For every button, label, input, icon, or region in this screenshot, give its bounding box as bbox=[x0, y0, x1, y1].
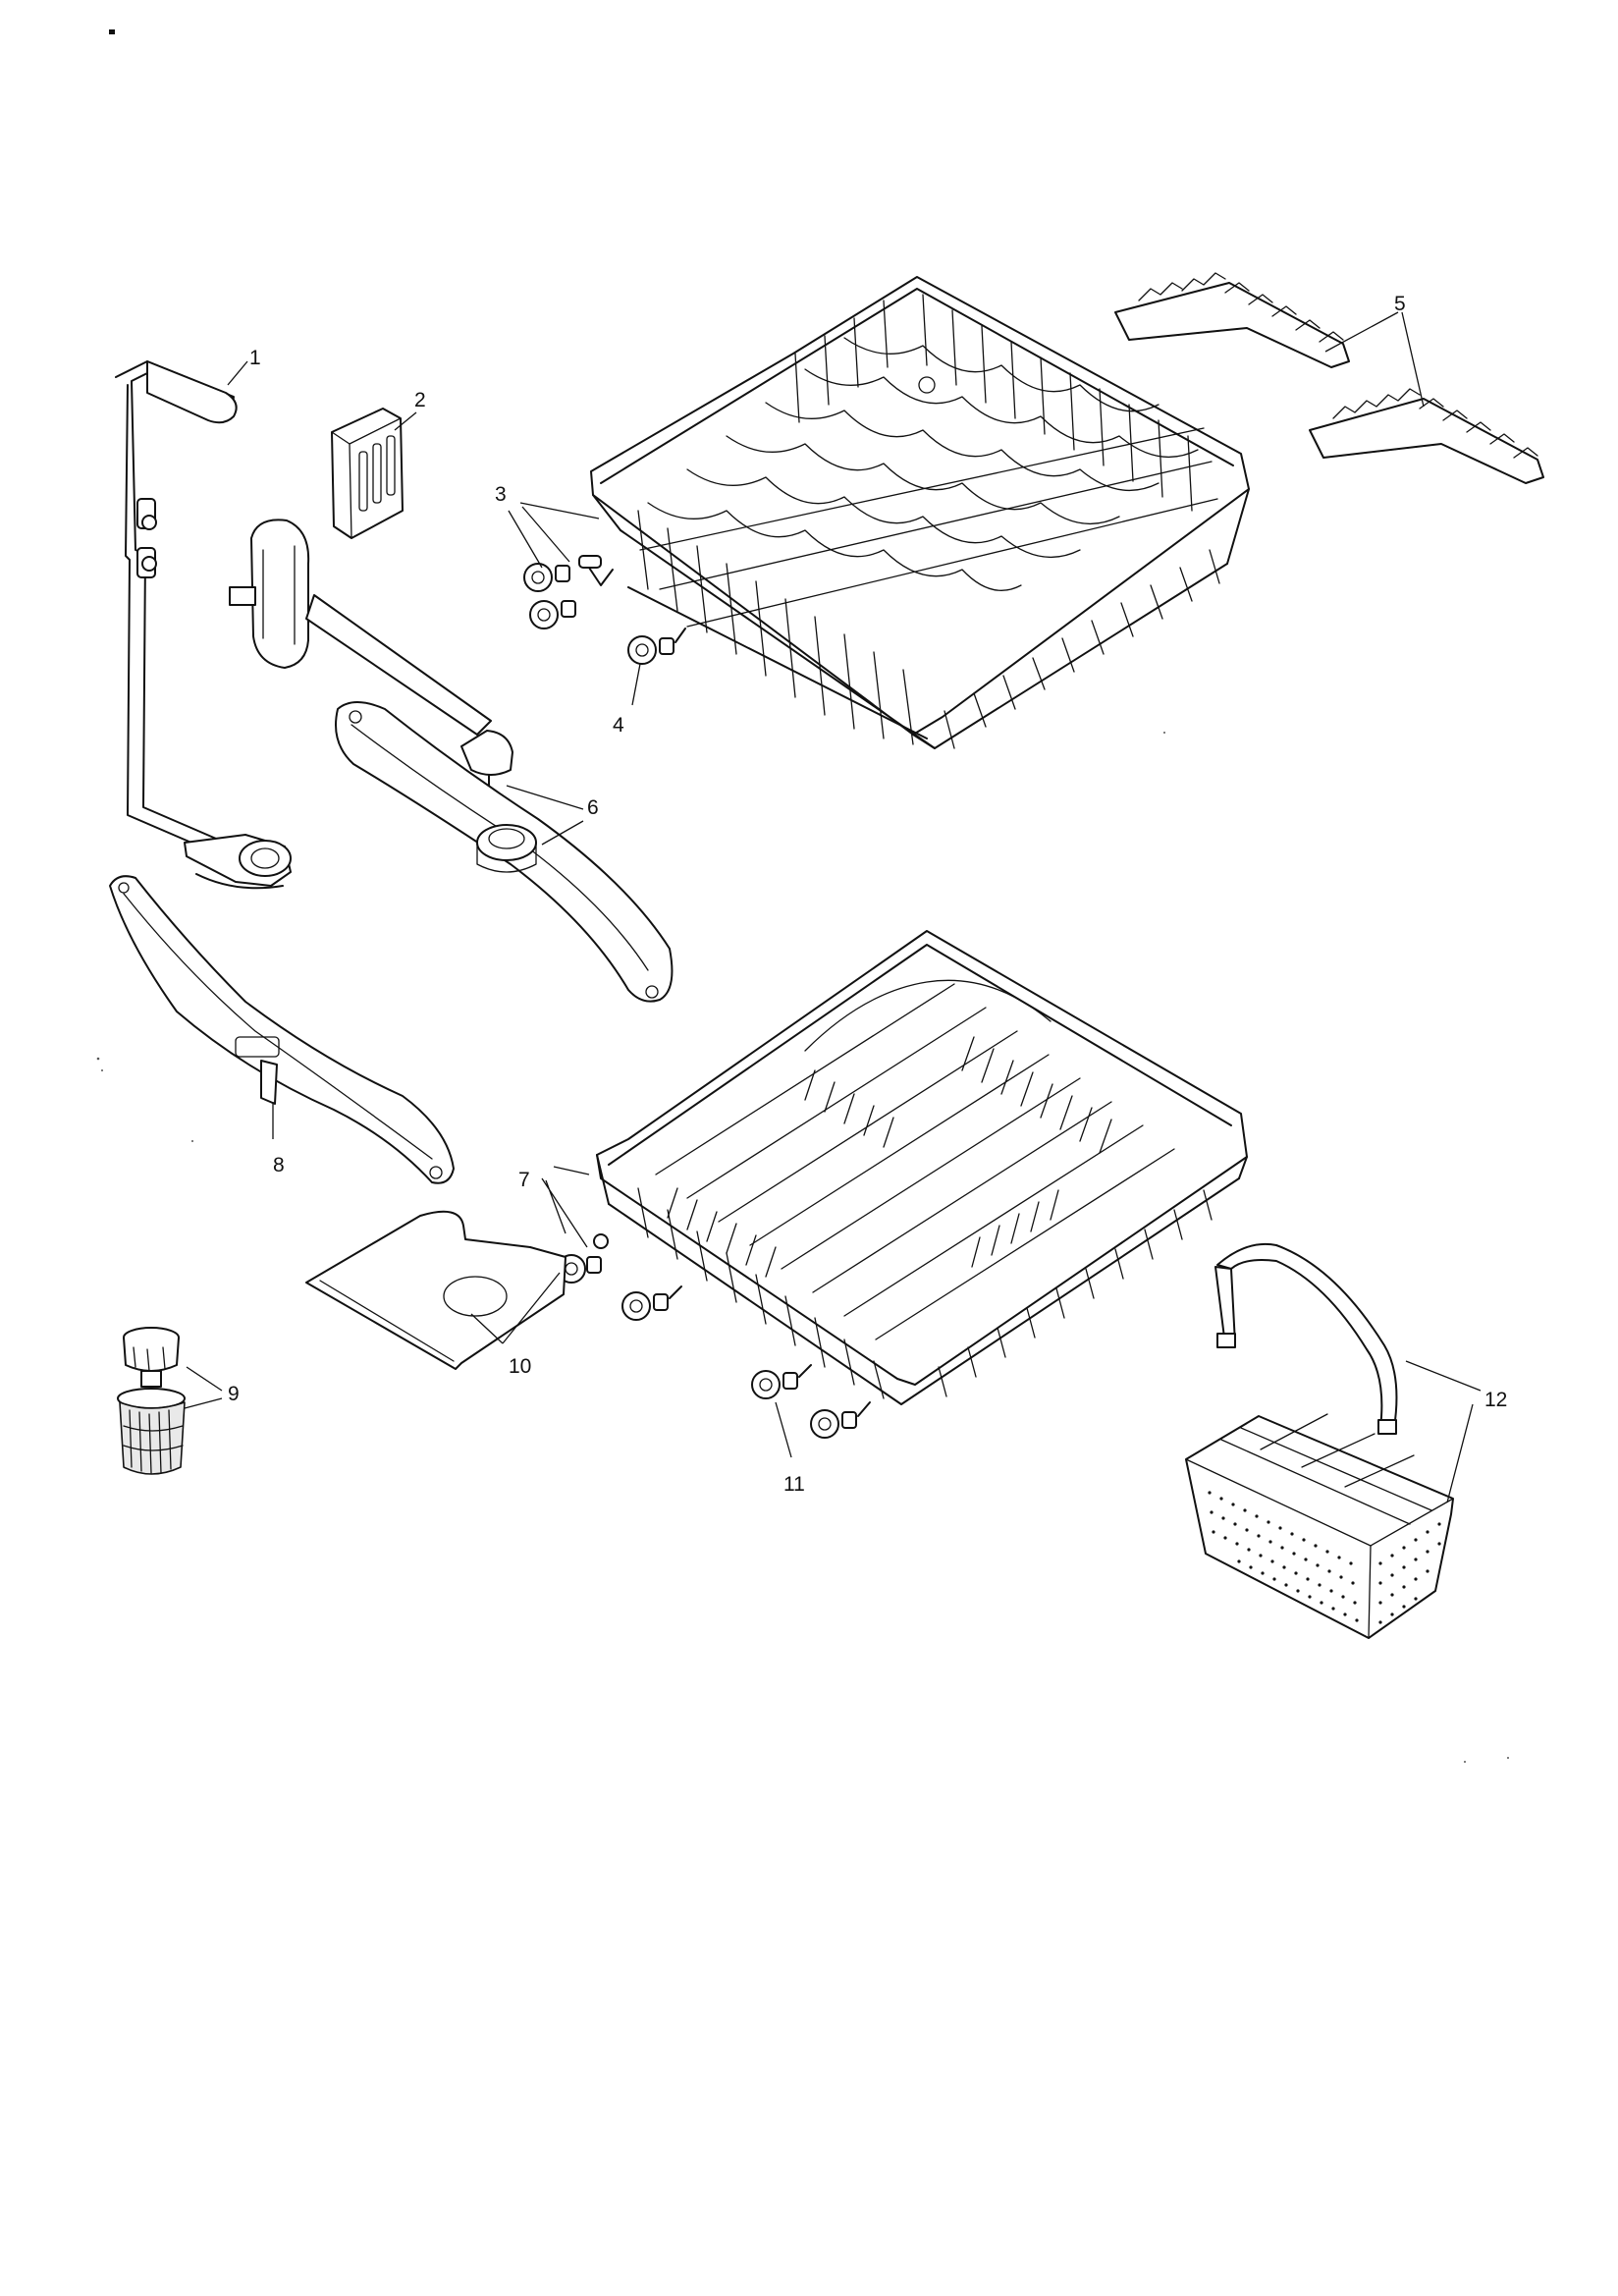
callout-10: 10 bbox=[509, 1355, 531, 1378]
callout-2: 2 bbox=[414, 389, 426, 411]
part-6-upper-spray-arm bbox=[229, 519, 674, 1003]
callout-7: 7 bbox=[518, 1169, 530, 1191]
callout-labels: 1 2 3 4 5 6 7 8 9 10 11 12 bbox=[228, 293, 1507, 1496]
scan-mark bbox=[109, 29, 115, 34]
callout-3: 3 bbox=[495, 483, 507, 506]
lower-rack bbox=[596, 930, 1248, 1405]
part-2-filter-block bbox=[331, 408, 404, 539]
part-7-lower-rollers bbox=[557, 1233, 682, 1321]
callout-1: 1 bbox=[249, 347, 261, 369]
leader-lines bbox=[184, 311, 1482, 1503]
part-3-upper-rollers bbox=[523, 555, 614, 629]
part-11-rollers bbox=[751, 1364, 871, 1439]
part-9-filter bbox=[117, 1327, 186, 1475]
callout-5: 5 bbox=[1394, 293, 1406, 315]
callout-12: 12 bbox=[1484, 1389, 1507, 1411]
part-4-roller bbox=[627, 628, 686, 665]
upper-rack bbox=[590, 276, 1250, 749]
part-5-tine-strips bbox=[1114, 272, 1544, 484]
callout-6: 6 bbox=[587, 796, 599, 819]
callout-9: 9 bbox=[228, 1383, 240, 1405]
part-10-cover-plate bbox=[305, 1210, 566, 1370]
callout-8: 8 bbox=[273, 1154, 285, 1176]
callout-11: 11 bbox=[783, 1473, 805, 1496]
part-12-cutlery-basket bbox=[1185, 1242, 1454, 1639]
part-8-lower-spray-arm bbox=[109, 875, 455, 1184]
basket-mesh bbox=[1208, 1491, 1441, 1624]
part-1-supply-pipe bbox=[115, 360, 292, 890]
callout-4: 4 bbox=[613, 714, 624, 737]
scan-specks bbox=[96, 732, 1509, 1763]
